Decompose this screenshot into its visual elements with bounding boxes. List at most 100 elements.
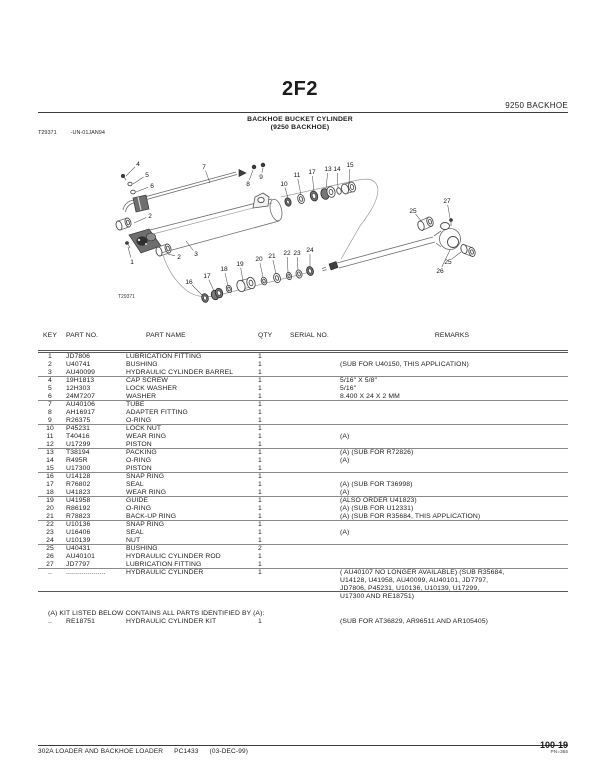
callout-leader bbox=[297, 178, 302, 196]
cell-remarks: (A) bbox=[340, 457, 350, 464]
cell-name: HYDRAULIC CYLINDER KIT bbox=[126, 618, 217, 625]
diagram-callout: 18 bbox=[220, 266, 228, 273]
cell-qty: 1 bbox=[258, 481, 262, 488]
diagram-title: BACKHOE BUCKET CYLINDER bbox=[247, 116, 353, 123]
cell-qty: 1 bbox=[258, 409, 262, 416]
cell-serial bbox=[286, 425, 336, 433]
cell-key: 17 bbox=[46, 481, 54, 488]
diagram-callout: 16 bbox=[185, 279, 193, 286]
diagram-callout: 13 bbox=[324, 166, 332, 173]
callout-leader bbox=[325, 172, 328, 190]
footer-code: PC1433 bbox=[174, 748, 199, 755]
cell-remarks bbox=[336, 425, 568, 433]
cell-name: PISTON bbox=[126, 441, 152, 448]
cell-serial bbox=[286, 353, 336, 361]
exploded-diagram: 4567891011171314152123161718192021222324… bbox=[115, 161, 476, 303]
cell-qty: 1 bbox=[258, 489, 262, 496]
cell-qty: 1 bbox=[258, 505, 262, 512]
cell-serial bbox=[286, 569, 336, 601]
cell-part: U14128 bbox=[66, 473, 91, 480]
cell-part: R78823 bbox=[66, 513, 91, 520]
callout-leader bbox=[441, 249, 451, 268]
cell-serial bbox=[286, 409, 336, 417]
image-ref-suffix: -UN-01JAN94 bbox=[70, 130, 105, 136]
cell-part: R86192 bbox=[66, 505, 91, 512]
cell-qty: 1 bbox=[258, 553, 262, 560]
cell-part: U16406 bbox=[66, 529, 91, 536]
cell-qty: 1 bbox=[258, 473, 262, 480]
cell-name: O-RING bbox=[126, 417, 152, 424]
cell-remarks: 5/16" bbox=[340, 385, 357, 392]
cell-qty: 1 bbox=[258, 497, 262, 504]
cell-key: 2 bbox=[48, 361, 52, 368]
diagram-callout: 19 bbox=[236, 261, 244, 268]
cell-name: TUBE bbox=[126, 401, 145, 408]
diagram-subtitle: (9250 BACKHOE) bbox=[270, 124, 330, 131]
diagram-callout: 7 bbox=[202, 164, 206, 171]
callout-leader bbox=[272, 259, 277, 275]
cell-serial bbox=[286, 529, 336, 537]
cell-part: P45231 bbox=[66, 425, 91, 432]
diagram-callout: 17 bbox=[308, 169, 316, 176]
diagram-callout: 4 bbox=[136, 161, 140, 168]
diagram-callout: 17 bbox=[203, 273, 211, 280]
cell-key: 16 bbox=[46, 473, 54, 480]
header-divider bbox=[38, 112, 568, 113]
cell-serial bbox=[286, 537, 336, 545]
cell-serial bbox=[286, 393, 336, 401]
callout-leader bbox=[249, 169, 254, 180]
diagram-callout: 9 bbox=[259, 174, 263, 181]
cell-part: T38194 bbox=[66, 449, 90, 456]
cell-name: SNAP RING bbox=[126, 473, 165, 480]
cell-serial bbox=[286, 473, 336, 481]
cell-part: JD7797 bbox=[66, 561, 91, 568]
cell-name: O-RING bbox=[126, 505, 152, 512]
diagram-callout: 1 bbox=[130, 259, 134, 266]
table-header: KEY PART NO. PART NAME QTY SERIAL NO. RE… bbox=[38, 332, 568, 340]
cell-key: 9 bbox=[48, 417, 52, 424]
col-header-remarks: REMARKS bbox=[434, 332, 470, 339]
cell-name: O-RING bbox=[126, 457, 152, 464]
cell-remarks: 5/16" X 5/8" bbox=[340, 377, 378, 384]
page-number-block: 100-19 PN=365 bbox=[540, 741, 568, 756]
cell-qty: 1 bbox=[258, 449, 262, 456]
cell-part: U40741 bbox=[66, 361, 91, 368]
cell-part: AU40099 bbox=[66, 369, 96, 376]
cell-part: RE18751 bbox=[66, 618, 96, 625]
cell-serial bbox=[286, 369, 336, 377]
cell-qty: 2 bbox=[258, 545, 262, 552]
cell-part: U10139 bbox=[66, 537, 91, 544]
cell-qty: 1 bbox=[258, 385, 262, 392]
cell-key: 25 bbox=[46, 545, 54, 552]
image-reference: T29371-UN-01JAN94 bbox=[38, 130, 119, 136]
exploded-diagram-art bbox=[115, 162, 476, 303]
cell-serial bbox=[286, 449, 336, 457]
cell-key: 6 bbox=[48, 393, 52, 400]
callout-leader bbox=[312, 175, 315, 193]
cell-key: 3 bbox=[48, 369, 52, 376]
cell-qty: 1 bbox=[258, 569, 262, 576]
diagram-callout: 26 bbox=[436, 268, 444, 275]
callout-leader bbox=[185, 240, 194, 251]
diagram-callout: 27 bbox=[443, 198, 451, 205]
cell-key: .. bbox=[48, 569, 52, 576]
callout-leader bbox=[447, 204, 451, 219]
cell-remarks bbox=[336, 473, 568, 481]
cell-name: HYDRAULIC CYLINDER ROD bbox=[126, 553, 221, 560]
diagram-callout: 11 bbox=[294, 172, 301, 179]
cell-remarks: (A) bbox=[340, 433, 350, 440]
cell-remarks: (A) (SUB FOR U12331) bbox=[340, 505, 414, 512]
callout-leader bbox=[259, 262, 264, 278]
cell-serial bbox=[286, 505, 336, 513]
cell-part: AH16917 bbox=[66, 409, 96, 416]
cell-remarks: ( AU40107 NO LONGER AVAILABLE) (SUB R356… bbox=[340, 569, 505, 600]
